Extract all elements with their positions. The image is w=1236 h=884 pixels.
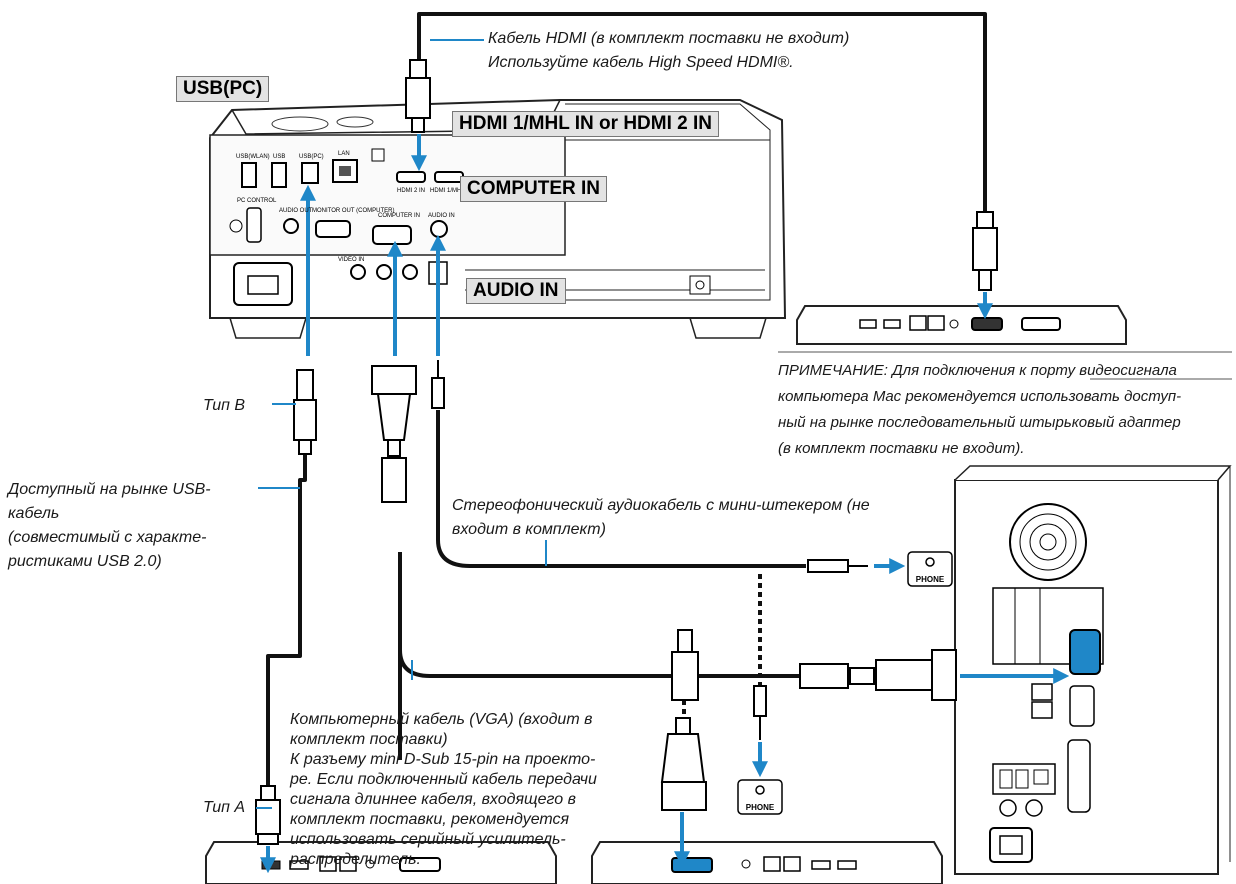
usb-cable-line4: ристиками USB 2.0) (8, 550, 254, 574)
panel-usb-wlan: USB(WLAN) (236, 154, 270, 160)
hdmi-cable-note: Кабель HDMI (в комплект поставки не вход… (488, 27, 928, 75)
usb-cable-note: Доступный на рынке USB- кабель (совмести… (8, 478, 254, 574)
panel-pc-control: PC CONTROL (237, 198, 277, 204)
mac-note-line2: компьютера Mac рекомендуется использоват… (778, 384, 1236, 410)
panel-usb: USB (273, 154, 285, 160)
hdmi-cable-line2: Используйте кабель High Speed HDMI®. (488, 51, 928, 75)
panel-hdmi2: HDMI 2 IN (397, 188, 425, 194)
panel-audio-in: AUDIO IN (428, 213, 455, 219)
mac-note-line3: ный на рынке последовательный штырьковый… (778, 410, 1236, 436)
phone-jack-laptop: PHONE (738, 780, 782, 814)
panel-video-in: VIDEO IN (338, 257, 364, 263)
laptop-hdmi (797, 306, 1126, 344)
phone-label: PHONE (916, 575, 945, 584)
audio-in-tag: AUDIO IN (466, 278, 566, 304)
desktop-pc (955, 466, 1230, 874)
audio-cable-line2: входит в комплект) (452, 518, 952, 542)
panel-audio-out: AUDIO OUT (279, 208, 313, 214)
computer-in-tag: COMPUTER IN (460, 176, 607, 202)
mac-note-line1: ПРИМЕЧАНИЕ: Для подключения к порту виде… (778, 358, 1236, 384)
hdmi-cable-line1: Кабель HDMI (в комплект поставки не вход… (488, 27, 928, 51)
phone-jack-pc: PHONE (908, 552, 952, 586)
type-a-label: Тип A (203, 796, 245, 820)
audio-cable-line1: Стереофонический аудиокабель с мини-штек… (452, 494, 952, 518)
vga-line6: комплект поставки, рекомендуется (290, 810, 650, 830)
usb-cable-line1: Доступный на рынке USB- (8, 478, 254, 502)
audio-cable-note: Стереофонический аудиокабель с мини-штек… (452, 494, 952, 542)
mac-note-line4: (в комплект поставки не входит). (778, 436, 1236, 462)
vga-line3: К разъему mini D-Sub 15-pin на проекто- (290, 750, 650, 770)
hdmi-in-tag: HDMI 1/MHL IN or HDMI 2 IN (452, 111, 719, 137)
vga-line7: использовать серийный усилитель- (290, 830, 650, 850)
mac-note: ПРИМЕЧАНИЕ: Для подключения к порту виде… (778, 358, 1236, 462)
vga-line5: сигнала длиннее кабеля, входящего в (290, 790, 650, 810)
usb-pc-tag: USB(PC) (176, 76, 269, 102)
vga-line2: комплект поставки) (290, 730, 650, 750)
vga-line1: Компьютерный кабель (VGA) (входит в (290, 710, 650, 730)
vga-line8: распределитель. (290, 850, 650, 870)
type-b-label: Тип B (203, 394, 245, 418)
vga-line4: ре. Если подключенный кабель передачи (290, 770, 650, 790)
vga-cable-note: Компьютерный кабель (VGA) (входит в комп… (290, 710, 650, 870)
panel-computer-in: COMPUTER IN (378, 213, 420, 219)
panel-lan: LAN (338, 151, 350, 157)
usb-cable-line2: кабель (8, 502, 254, 526)
phone-label: PHONE (746, 803, 775, 812)
usb-cable-line3: (совместимый с характе- (8, 526, 254, 550)
panel-usb-pc: USB(PC) (299, 154, 324, 160)
